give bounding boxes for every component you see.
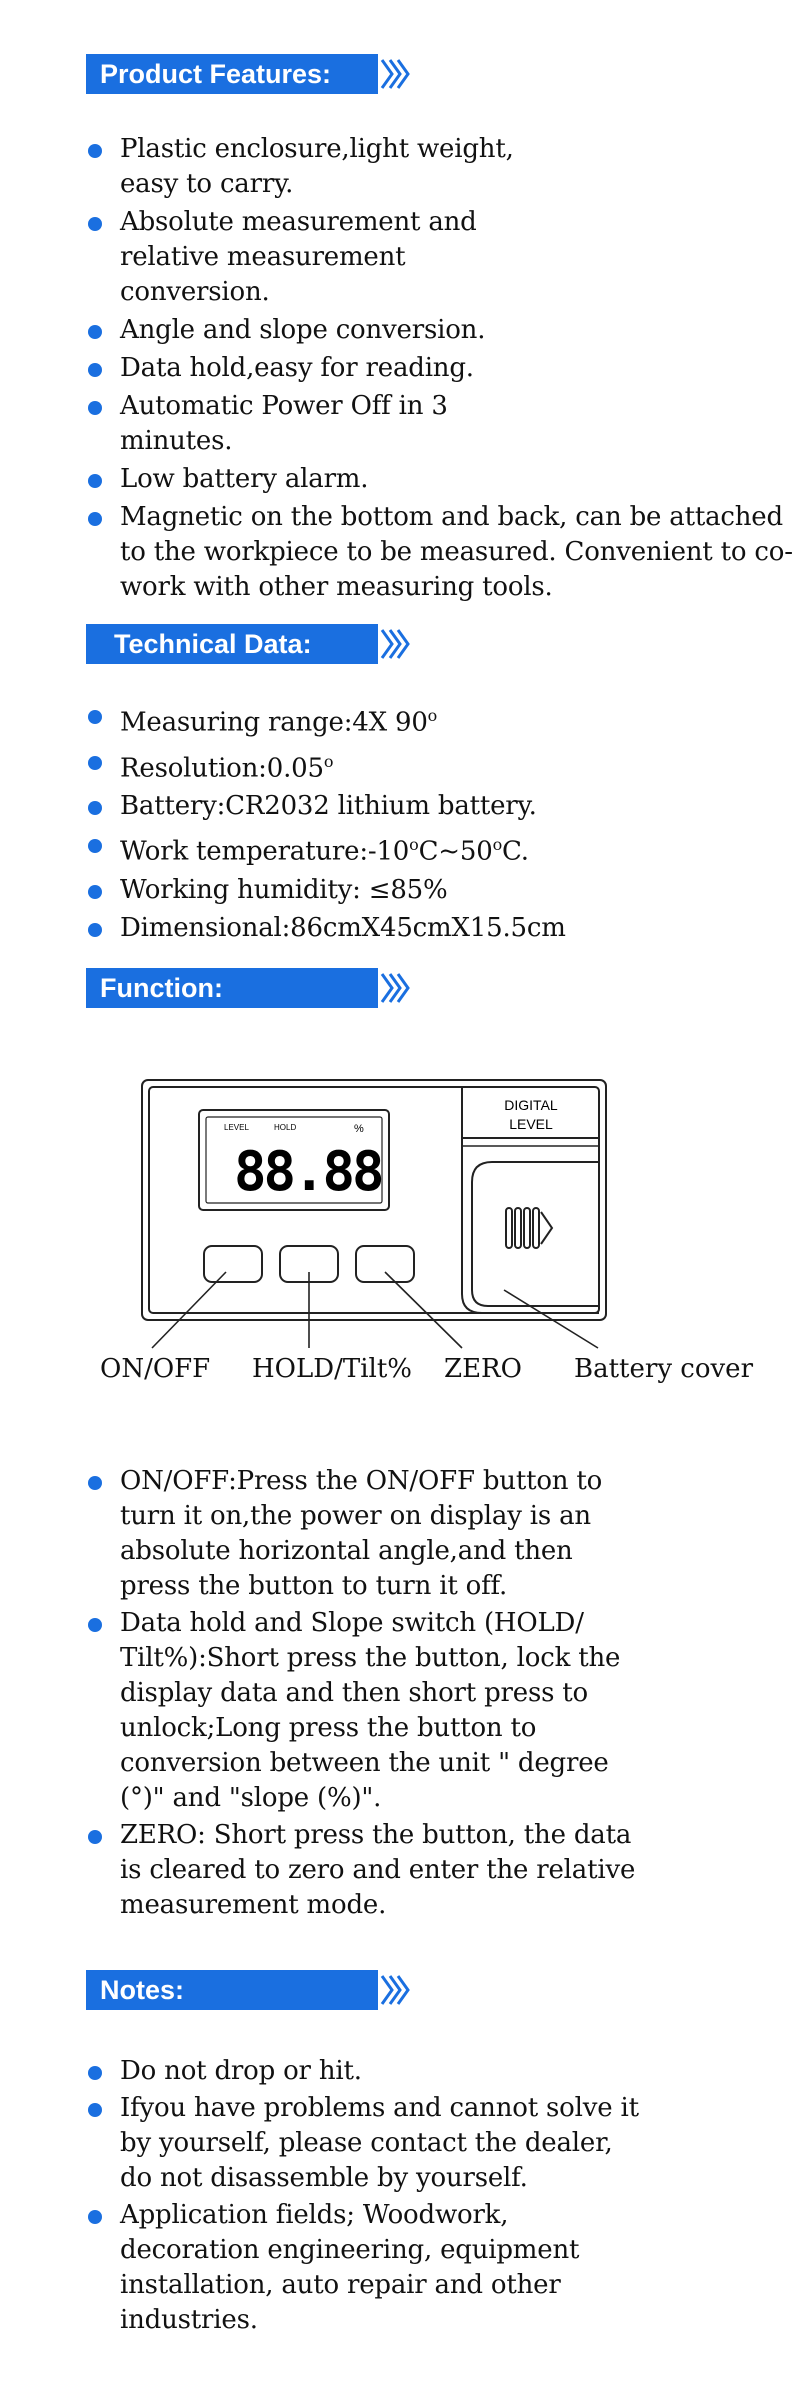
- section-header-features: Product Features:: [86, 54, 412, 94]
- list-item: Magnetic on the bottom and back, can be …: [86, 500, 800, 605]
- lcd-screen: [205, 1116, 383, 1204]
- section-title-technical: Technical Data:: [114, 629, 312, 659]
- section-header-technical: Technical Data:: [86, 624, 412, 664]
- lcd-digits: 88.88: [234, 1140, 382, 1203]
- function-list: ON/OFF:Press the ON/OFF button to turn i…: [86, 1464, 646, 1925]
- section-header-notes: Notes:: [86, 1970, 412, 2010]
- chevrons-icon: [380, 973, 410, 1003]
- lcd-frame: [198, 1109, 390, 1211]
- device-label-line1: DIGITAL: [504, 1097, 558, 1113]
- list-item: Absolute measurement and relative measur…: [86, 205, 524, 310]
- chevrons-icon: [380, 629, 410, 659]
- device-inner-outline: [148, 1086, 600, 1314]
- list-item: Measuring range:4X 90o: [86, 698, 800, 741]
- chevrons-icon: [380, 1975, 410, 2005]
- list-item: Angle and slope conversion.: [86, 313, 526, 348]
- section-header-function: Function:: [86, 968, 412, 1008]
- list-item: Data hold and Slope switch (HOLD/ Tilt%)…: [86, 1606, 640, 1816]
- callout-hold: HOLD/Tilt%: [252, 1354, 412, 1384]
- list-item: Automatic Power Off in 3 minutes.: [86, 389, 526, 459]
- lcd-level-text: LEVEL: [224, 1123, 249, 1132]
- section-title-function: Function:: [100, 973, 223, 1003]
- device-illustration: LEVEL HOLD % 88.88 DIGITAL LEVEL: [141, 1079, 607, 1349]
- list-item: ON/OFF:Press the ON/OFF button to turn i…: [86, 1464, 640, 1604]
- header-bar: [86, 54, 378, 94]
- list-item: Do not drop or hit.: [86, 2054, 640, 2089]
- header-bar: [86, 1970, 378, 2010]
- list-item: Plastic enclosure,light weight, easy to …: [86, 132, 524, 202]
- header-bar: [86, 624, 378, 664]
- on-off-button: [203, 1245, 263, 1283]
- list-item: Low battery alarm.: [86, 462, 526, 497]
- list-item: ZERO: Short press the button, the data i…: [86, 1818, 640, 1923]
- list-item: Application fields; Woodwork, decoration…: [86, 2198, 600, 2338]
- device-label-line2: LEVEL: [509, 1116, 553, 1132]
- notes-list: Do not drop or hit. Ifyou have problems …: [86, 2054, 646, 2340]
- list-item: Dimensional:86cmX45cmX15.5cm: [86, 911, 800, 946]
- section-title-notes: Notes:: [100, 1975, 185, 2005]
- technical-list: Measuring range:4X 90o Resolution:0.05o …: [86, 698, 800, 949]
- lcd-percent-text: %: [354, 1123, 364, 1135]
- zero-button: [355, 1245, 415, 1283]
- list-item: Battery:CR2032 lithium battery.: [86, 789, 800, 824]
- chevrons-icon: [380, 59, 410, 89]
- list-item: Ifyou have problems and cannot solve it …: [86, 2091, 640, 2196]
- callout-on-off: ON/OFF: [100, 1354, 211, 1384]
- header-bar: [86, 968, 378, 1008]
- section-title-features: Product Features:: [100, 59, 332, 89]
- list-item: Working humidity: ≤85%: [86, 873, 800, 908]
- callout-zero: ZERO: [444, 1354, 522, 1384]
- device-outline: [141, 1079, 607, 1321]
- battery-cover-icon: [505, 1207, 554, 1249]
- device-diagram: LEVEL HOLD % 88.88 DIGITAL LEVEL ON/OFF …: [86, 1050, 800, 1430]
- lcd-hold-text: HOLD: [274, 1123, 296, 1132]
- list-item: Resolution:0.05o: [86, 744, 800, 787]
- list-item: Data hold,easy for reading.: [86, 351, 526, 386]
- list-item: Work temperature:-10oC~50oC.: [86, 827, 800, 870]
- callout-battery: Battery cover: [574, 1354, 753, 1384]
- features-list: Plastic enclosure,light weight, easy to …: [86, 132, 793, 608]
